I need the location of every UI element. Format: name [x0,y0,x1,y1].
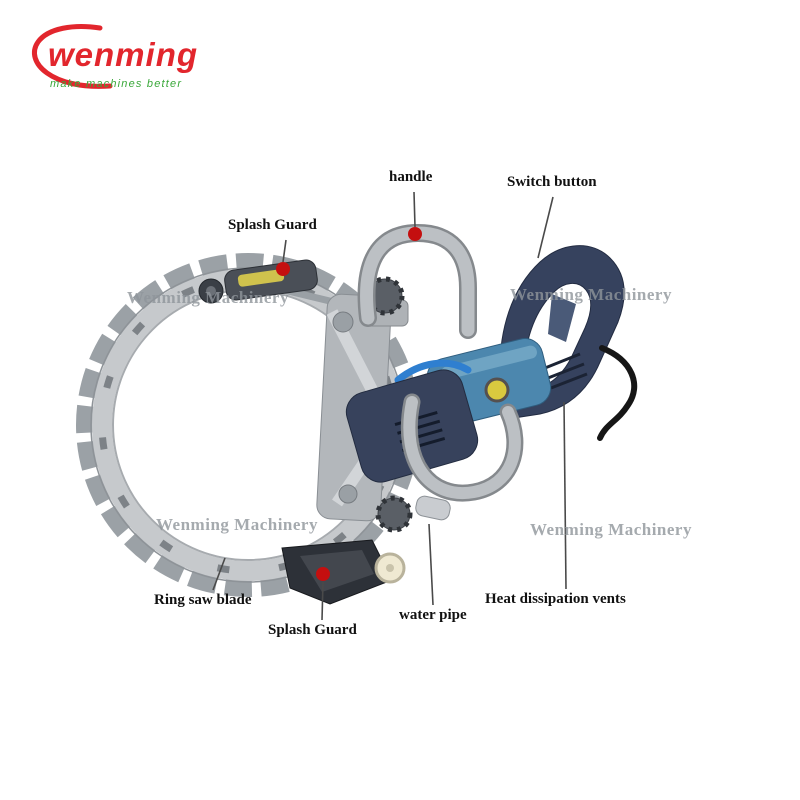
watermark: Wenming Machinery [530,520,692,539]
switch-trigger-graphic [548,294,576,342]
annotation-splash-guard-top: Splash Guard [228,217,317,233]
brand-name: wenming [48,36,199,73]
rear-handle [499,245,625,419]
splash-guard-bottom-graphic [281,539,406,605]
heat-vents-graphic [544,352,588,390]
logo-swoosh-icon [31,24,113,89]
marker-splash-guard-bottom [316,567,330,581]
annotation-switch-button: Switch button [507,174,597,190]
annotation-splash-guard-bottom: Splash Guard [268,622,357,638]
watermark: Wenming Machinery [510,285,672,304]
annotation-water-pipe: water pipe [399,607,467,623]
marker-handle [408,227,422,241]
leader-ring-saw-blade [212,557,226,591]
watermark: Wenming Machinery [127,288,289,307]
marker-splash-guard-top [276,262,290,276]
annotation-heat-dissipation-vents: Heat dissipation vents [485,591,626,607]
watermark: Wenming Machinery [156,515,318,534]
leader-water-pipe [428,523,434,606]
leader-handle [413,191,416,228]
leader-heat-vents [563,401,567,590]
water-pipe-graphic [394,359,472,384]
brand-tagline: make machines better [50,78,183,90]
leader-splash-guard-bottom [321,581,324,621]
leader-switch-button [537,196,554,259]
annotation-handle: handle [389,169,433,185]
annotation-ring-saw-blade: Ring saw blade [154,592,252,608]
front-handle-graphic [400,393,524,502]
power-cord [597,345,638,441]
brand-logo: wenming make machines better [26,20,216,108]
leader-splash-guard-top [282,239,287,263]
splash-guard-top-graphic [198,259,318,304]
marker-dots [276,227,422,581]
bottom-clamp-knob [375,495,451,533]
leader-lines [212,191,567,621]
motor-badge [484,377,510,403]
